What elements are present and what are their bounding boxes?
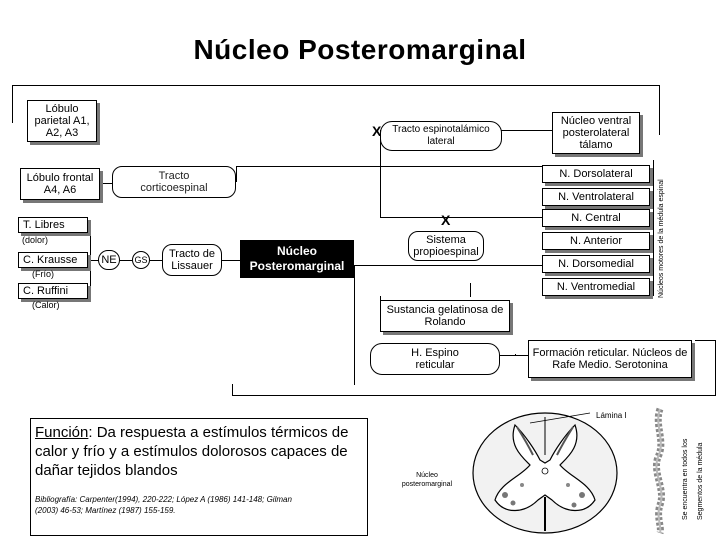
h-espino-reticular-label: H. Espino reticular [411,347,459,371]
frio-label: (Frío) [32,269,54,279]
x-mark-top: X [372,123,382,139]
c-krausse-label: C. Krausse [23,254,78,266]
tracto-espinotalamico-label: Tracto espinotalámico lateral [392,124,490,147]
formacion-reticular-box: Formación reticular. Núcleos de Rafe Med… [528,340,692,378]
dolor-label: (dolor) [22,235,49,245]
connector-line [150,260,162,261]
connector-line [236,166,542,167]
motor-nucleus-ventrolateral: N. Ventrolateral [542,188,650,206]
tracto-espinotalamico-box: Tracto espinotalámico lateral [380,121,502,151]
connector-line [12,85,660,86]
nucleo-ventral-box: Núcleo ventral posterolateral tálamo [552,112,640,154]
funcion-text: Función: Da respuesta a estímulos térmic… [35,423,363,480]
c-ruffini-label: C. Ruffini [23,285,69,297]
motor-nucleus-dorsomedial: N. Dorsomedial [542,255,650,273]
bibliografia-references: : Carpenter(1994), 220-222; López A (198… [35,495,292,515]
motor-nucleus-dorsolateral: N. Dorsolateral [542,165,650,183]
funcion-label: Función [35,424,89,441]
motor-nucleus-label: N. Ventromedial [556,281,636,293]
ne-label: NE [101,254,117,266]
lobulo-frontal-box: Lóbulo frontal A4, A6 [20,168,100,200]
lobulo-frontal-label: Lóbulo frontal A4, A6 [26,172,94,196]
c-ruffini-box: C. Ruffini [18,283,88,299]
motor-nucleus-label: N. Dorsolateral [559,168,633,180]
tracto-lissauer-box: Tracto de Lissauer [162,244,222,276]
connector-line [695,340,716,341]
motor-nucleus-label: N. Ventrolateral [558,191,634,203]
x-mark-middle: X [441,212,451,228]
connector-line [380,130,381,218]
formacion-reticular-label: Formación reticular. Núcleos de Rafe Med… [532,347,688,371]
connector-line [12,85,13,123]
nucleo-posteromarginal-image-label: Núcleo posteromarginal [401,472,453,488]
connector-line [120,260,132,261]
connector-line [90,226,91,292]
page-title: Núcleo Posteromarginal [193,34,527,65]
ne-box: NE [98,250,120,270]
t-libres-box: T. Libres [18,217,88,233]
connector-line [380,217,542,218]
connector-line [715,340,716,396]
connector-line [515,354,516,355]
bibliografia-label: Bibliografía [35,495,76,504]
spinal-cord-section-image [472,412,618,534]
connector-line [355,265,542,266]
lamina-label: Lámina I [596,411,627,420]
connector-line [500,355,528,356]
motor-nuclei-vertical-label: Núcleos motores de la médula espinal [658,179,665,298]
t-libres-label: T. Libres [23,219,65,231]
connector-line [232,395,716,396]
connector-line [354,265,355,385]
nucleo-posteromarginal-box: Núcleo Posteromarginal [240,240,354,278]
motor-nucleus-central: N. Central [542,209,650,227]
lobulo-parietal-label: Lóbulo parietal A1, A2, A3 [34,103,90,139]
connector-line [653,160,654,296]
connector-line [659,85,660,135]
calor-label: (Calor) [32,300,60,310]
motor-nucleus-anterior: N. Anterior [542,232,650,250]
motor-nucleus-ventromedial: N. Ventromedial [542,278,650,296]
nucleo-ventral-label: Núcleo ventral posterolateral tálamo [560,115,632,151]
tracto-corticoespinal-box: Tracto corticoespinal [112,166,236,198]
funcion-box: Función: Da respuesta a estímulos térmic… [30,418,368,536]
connector-line [470,283,471,297]
connector-line [236,166,237,182]
motor-nucleus-label: N. Dorsomedial [558,258,634,270]
vertical-note-2: Segmentos de la médula [697,442,704,520]
sustancia-gelatinosa-label: Sustancia gelatinosa de Rolando [386,304,504,328]
nucleo-posteromarginal-label: Núcleo Posteromarginal [249,244,345,273]
bibliografia-text: Bibliografía: Carpenter(1994), 220-222; … [35,494,363,516]
motor-nucleus-label: N. Anterior [570,235,622,247]
vertical-note-1: Se encuentra en todos los [682,438,689,520]
sistema-propioespinal-box: Sistema propioespinal [408,231,484,261]
h-espino-reticular-box: H. Espino reticular [370,343,500,375]
lobulo-parietal-box: Lóbulo parietal A1, A2, A3 [27,100,97,142]
motor-nucleus-label: N. Central [571,212,621,224]
gs-label: GS [134,255,148,265]
gs-box: GS [132,251,150,269]
sustancia-gelatinosa-box: Sustancia gelatinosa de Rolando [380,300,510,332]
connector-line [232,384,233,396]
connector-line [222,260,240,261]
c-krausse-box: C. Krausse [18,252,88,268]
tracto-corticoespinal-label: Tracto corticoespinal [140,170,208,194]
sistema-propioespinal-label: Sistema propioespinal [413,234,479,258]
funcion-description: : Da respuesta a estímulos térmicos de c… [35,424,349,479]
spinal-column-image [653,407,665,535]
tracto-lissauer-label: Tracto de Lissauer [168,248,216,272]
connector-line [100,183,114,184]
